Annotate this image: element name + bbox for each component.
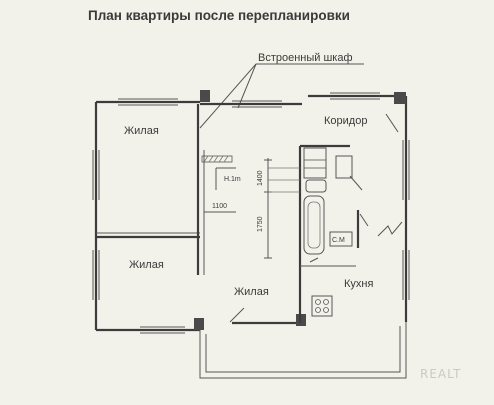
height-mark: H.1m xyxy=(224,176,241,183)
dimension-chain xyxy=(264,158,300,259)
stove-icon xyxy=(311,295,333,317)
dimension-1100: 1100 xyxy=(212,203,227,210)
room-label-living-room: Жилая xyxy=(234,286,269,298)
column-top-left xyxy=(200,90,210,102)
room-label-bedroom-top: Жилая xyxy=(124,125,159,137)
room-label-bedroom-middle: Жилая xyxy=(129,259,164,271)
wardrobe-hatch xyxy=(201,155,233,163)
dimension-1750: 1750 xyxy=(257,216,264,232)
column-bottom-left xyxy=(194,318,204,330)
windows xyxy=(92,92,410,334)
callout-leader-1 xyxy=(199,63,257,129)
dimension-1400: 1400 xyxy=(257,170,264,186)
outer-walls xyxy=(94,94,408,379)
room-label-kitchen: Кухня xyxy=(344,278,373,290)
washing-machine xyxy=(329,231,353,247)
doors xyxy=(229,113,403,323)
column-top-right xyxy=(394,92,406,104)
bathroom-fixtures xyxy=(303,147,353,255)
watermark: REALT xyxy=(420,367,462,381)
washing-machine-label: С.М xyxy=(332,237,345,244)
plan-title: План квартиры после перепланировки xyxy=(88,8,350,23)
interior-walls xyxy=(96,104,360,323)
room-label-corridor: Коридор xyxy=(324,115,367,127)
built-in-wardrobe-label: Встроенный шкаф xyxy=(258,52,353,64)
